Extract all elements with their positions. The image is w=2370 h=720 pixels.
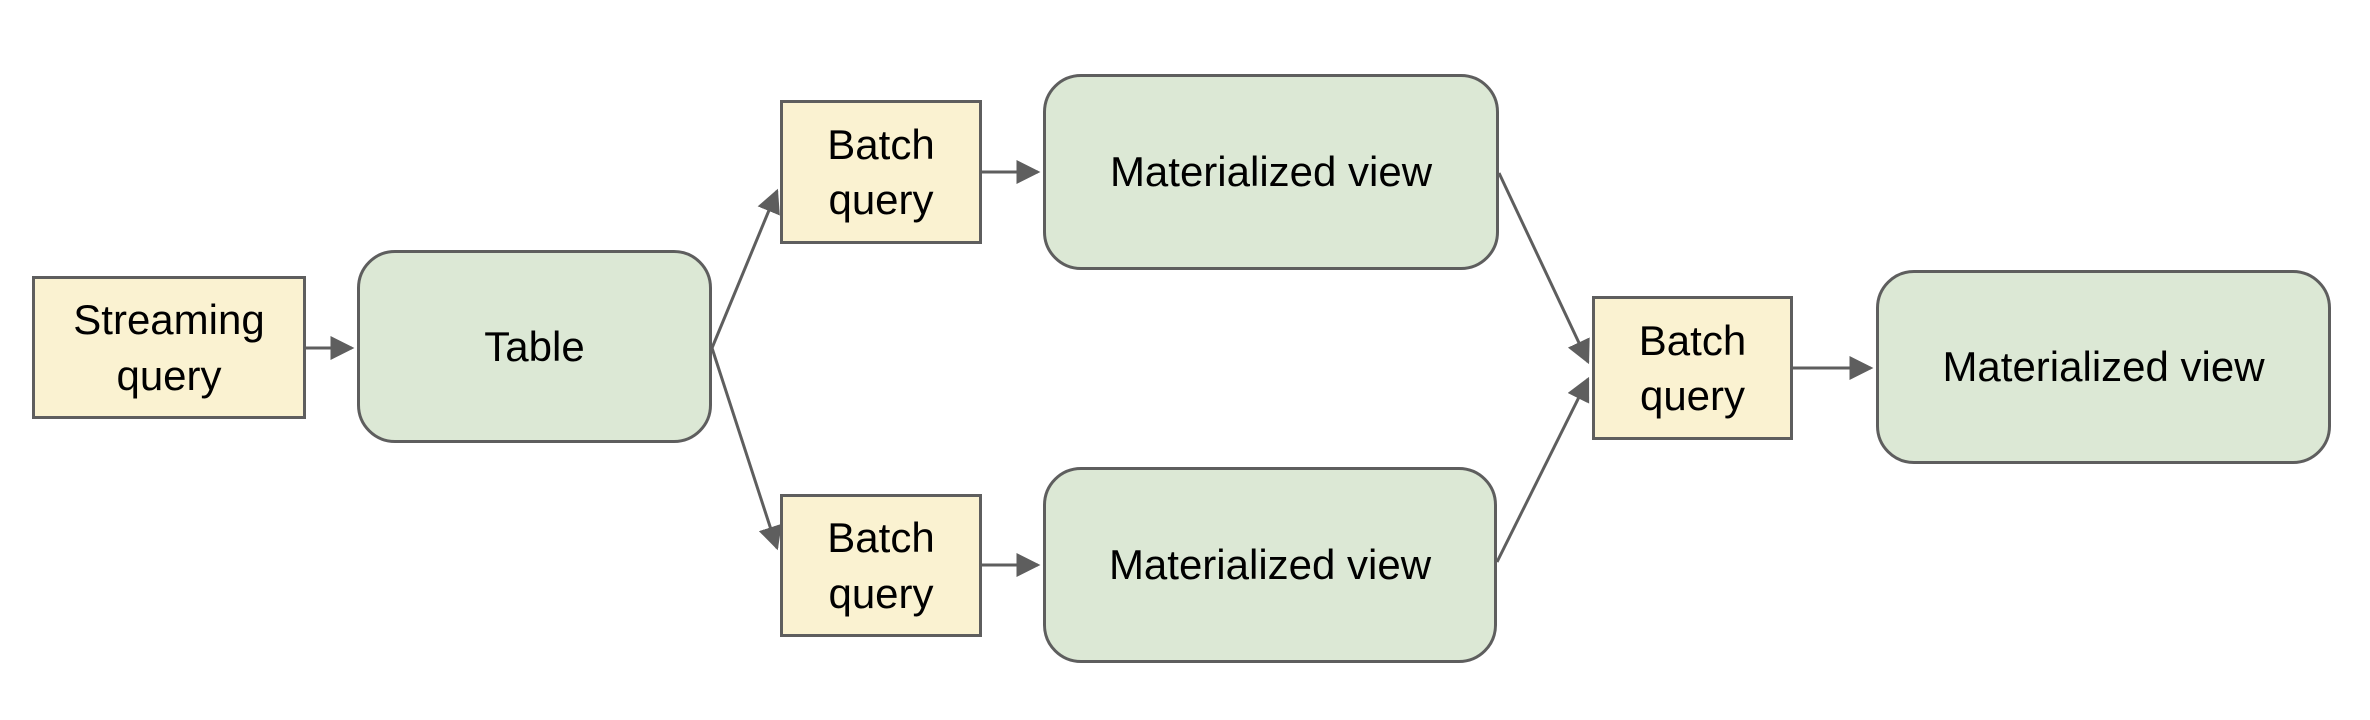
node-batch-query-top: Batch query xyxy=(780,100,982,244)
node-streaming-query-label: Streaming query xyxy=(73,296,265,399)
node-materialized-view-bottom-label: Materialized view xyxy=(1108,541,1432,589)
node-batch-query-bottom: Batch query xyxy=(780,494,982,637)
edge-materialized-view-bottom-to-batch-query-merge xyxy=(1495,376,1590,563)
node-materialized-view-bottom: Materialized view xyxy=(1043,467,1497,663)
node-table-label: Table xyxy=(484,322,585,370)
node-batch-query-bottom-label: Batch query xyxy=(827,514,935,617)
edge-table-to-batch-query-bottom xyxy=(710,347,782,551)
node-materialized-view-top-label: Materialized view xyxy=(1109,148,1433,196)
node-materialized-view-final-label: Materialized view xyxy=(1942,343,2265,391)
node-materialized-view-final: Materialized view xyxy=(1876,270,2331,464)
edge-materialized-view-top-to-batch-query-merge xyxy=(1497,172,1590,365)
edge-table-to-batch-query-top xyxy=(710,188,780,349)
node-materialized-view-top: Materialized view xyxy=(1043,74,1499,270)
node-batch-query-merge-label: Batch query xyxy=(1638,316,1747,419)
node-batch-query-top-label: Batch query xyxy=(827,120,935,223)
node-table: Table xyxy=(357,250,712,443)
node-streaming-query: Streaming query xyxy=(32,276,306,419)
node-batch-query-merge: Batch query xyxy=(1592,296,1793,440)
